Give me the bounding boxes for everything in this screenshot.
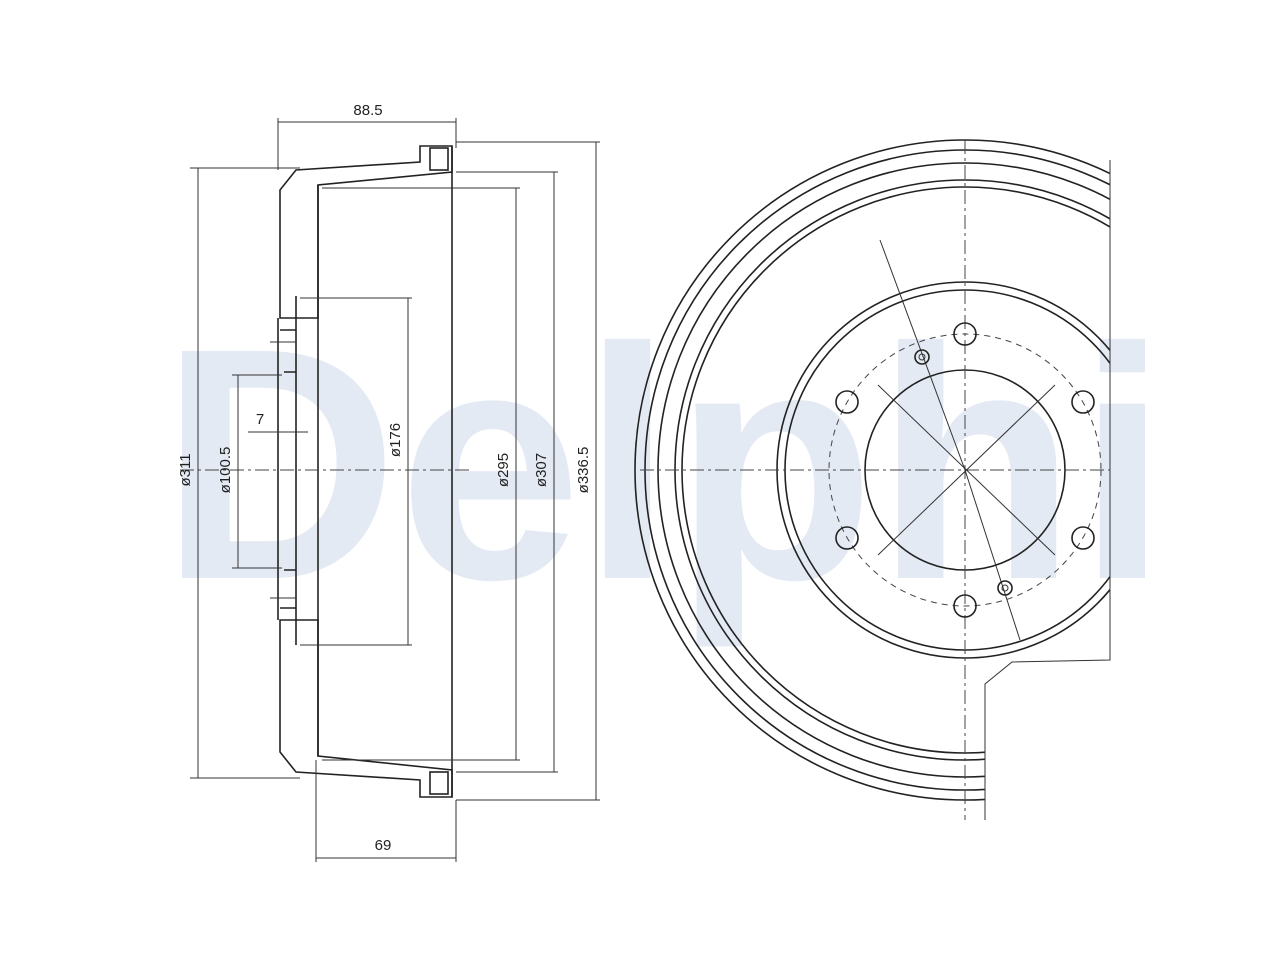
delphi-watermark: Delphi xyxy=(160,279,1168,650)
flange-notch-top xyxy=(429,147,449,171)
dim-label-307: ø307 xyxy=(533,453,550,487)
dim-label-88-5: 88.5 xyxy=(353,102,382,119)
dim-label-176: ø176 xyxy=(387,423,404,457)
break-line xyxy=(984,160,1111,820)
dim-label-295: ø295 xyxy=(495,453,512,487)
section-view: ø311 ø100.5 7 ø176 ø295 ø307 ø336.5 xyxy=(177,102,600,862)
front-view xyxy=(634,139,1111,820)
dim-label-311: ø311 xyxy=(177,453,194,486)
dim-label-7: 7 xyxy=(256,411,264,428)
bolt-holes xyxy=(835,322,1095,618)
dim-label-69: 69 xyxy=(375,837,392,854)
locating-hole xyxy=(997,580,1013,596)
flange-notch-bottom xyxy=(429,771,449,795)
dim-label-100-5: ø100.5 xyxy=(217,447,234,494)
locating-hole xyxy=(914,349,930,365)
dim-label-336-5: ø336.5 xyxy=(575,447,592,494)
